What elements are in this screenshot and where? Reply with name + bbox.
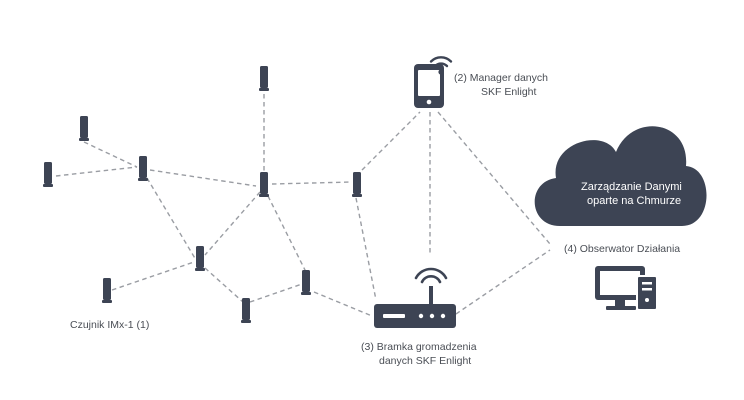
connections (55, 94, 551, 317)
sensor-label: Czujnik IMx-1 (1) (70, 319, 149, 331)
connection-line (111, 261, 195, 291)
connection-line (455, 249, 551, 315)
connection-line (83, 141, 138, 168)
gateway-label-line2: danych SKF Enlight (379, 355, 471, 367)
connection-line (355, 197, 377, 301)
connection-line (361, 111, 421, 171)
sensor-icon (102, 278, 112, 303)
connection-line (204, 191, 261, 256)
manager-label-line1: (2) Manager danych (454, 72, 548, 84)
connection-line (249, 283, 303, 303)
connection-line (271, 181, 353, 185)
sensor-icon (195, 246, 205, 271)
observer-label: (4) Obserwator Działania (564, 243, 680, 255)
manager-label-line2: SKF Enlight (481, 86, 537, 98)
sensor-icon (43, 162, 53, 187)
sensor-icon (352, 172, 362, 197)
sensor-icon (301, 270, 311, 295)
connection-line (313, 291, 373, 317)
router-icon (374, 267, 456, 328)
cloud-icon (534, 126, 707, 226)
smartphone-wifi-icon (414, 56, 453, 108)
cloud-label-line1: Zarządzanie Danymi (581, 181, 682, 193)
sensor-icon (138, 156, 148, 181)
connection-line (267, 195, 307, 273)
connection-line (146, 177, 197, 261)
sensor-icon (241, 298, 251, 323)
connection-line (437, 111, 551, 245)
connection-line (204, 267, 244, 303)
sensor-icon (259, 172, 269, 197)
cloud-label-line2: oparte na Chmurze (587, 195, 681, 207)
connection-line (149, 169, 257, 187)
gateway-label-line1: (3) Bramka gromadzenia (361, 341, 477, 353)
sensor-icon (79, 116, 89, 141)
desktop-computer-icon (595, 266, 658, 311)
sensor-icon (259, 66, 269, 91)
connection-line (55, 166, 138, 177)
